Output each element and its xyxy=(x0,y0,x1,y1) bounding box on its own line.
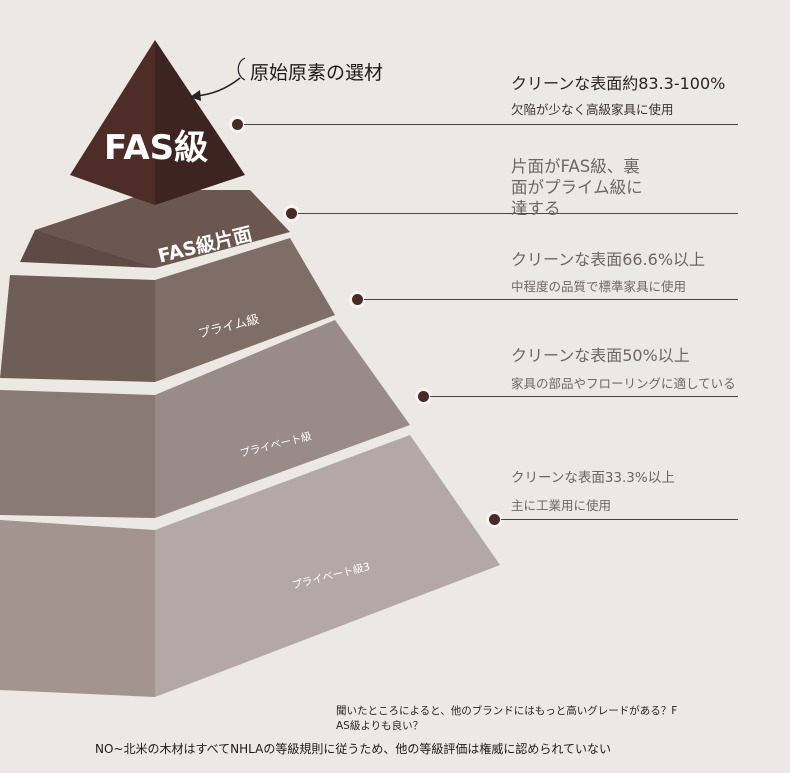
tier-5-side xyxy=(155,435,500,697)
tier-3-front xyxy=(0,275,155,382)
tier-2-annotation-line-2: 面がプライム級に xyxy=(511,178,643,197)
tier-1-annotation-detail: 欠陥が少なく高級家具に使用 xyxy=(511,102,674,117)
callout-bracket xyxy=(237,57,246,81)
footer-question-line-1: 聞いたところによると、他のブランドにはもっと高いグレードがある？F xyxy=(336,705,678,717)
callout-text: 原始原素の選材 xyxy=(250,62,384,84)
footer-answer: NO~北米の木材はすべてNHLAの等級規則に従うため、他の等級評価は権威に認めら… xyxy=(95,742,611,756)
callout-arrowhead xyxy=(190,90,201,101)
tier-4-side xyxy=(155,320,410,518)
tier-2-dot xyxy=(286,208,297,219)
tier-5-leader-line xyxy=(501,519,738,520)
tier-2-leader-line xyxy=(298,213,738,214)
tier-1-label: FAS級 xyxy=(104,128,209,168)
tier-4-leader-line xyxy=(430,396,738,397)
tier-5-front xyxy=(0,520,155,697)
tier-3-annotation-detail: 中程度の品質で標準家具に使用 xyxy=(511,279,687,294)
tier-5-annotation-detail: 主に工業用に使用 xyxy=(511,498,612,513)
tier-1-side xyxy=(155,40,245,205)
tier-4-annotation-heading: クリーンな表面50%以上 xyxy=(511,346,690,365)
callout-arrow xyxy=(194,77,241,97)
tier-3-leader-line xyxy=(364,299,738,300)
tier-5-annotation-heading: クリーンな表面33.3%以上 xyxy=(511,470,675,486)
tier-3-dot xyxy=(352,294,363,305)
tier-1-dot xyxy=(232,119,243,130)
tier-2-annotation-line-3: 達する xyxy=(511,199,561,218)
footer-question-line-2: AS級よりも良い？ xyxy=(336,720,424,732)
tier-1-leader-line xyxy=(244,124,738,125)
tier-2-side xyxy=(35,190,290,268)
tier-5-dot xyxy=(489,514,500,525)
tier-1-annotation-heading: クリーンな表面約83.3-100% xyxy=(511,74,726,93)
tier-1-front xyxy=(70,40,155,205)
tier-4-front xyxy=(0,390,155,518)
tier-2-annotation-line-1: 片面がFAS級、裏 xyxy=(511,157,640,176)
tier-3-side xyxy=(155,238,335,382)
tier-4-dot xyxy=(418,391,429,402)
tier-4-annotation-detail: 家具の部品やフローリングに適している xyxy=(511,376,736,391)
tier-3-annotation-heading: クリーンな表面66.6%以上 xyxy=(511,250,706,269)
